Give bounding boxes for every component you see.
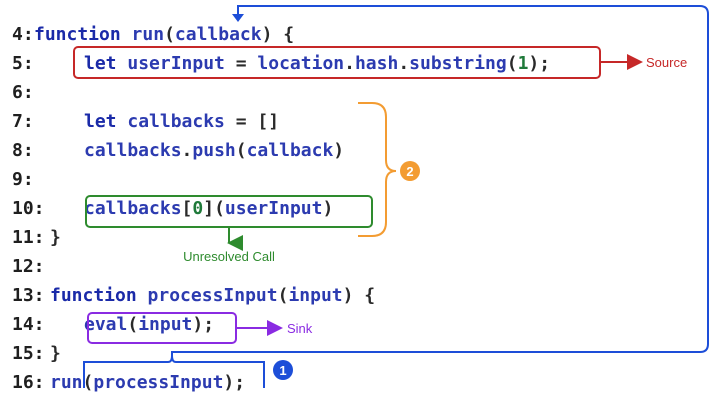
code-token: = [] (225, 111, 279, 132)
line-number: 16: (12, 372, 45, 393)
line-number: 10: (12, 198, 45, 219)
code-line: } (50, 227, 61, 248)
code-line: function processInput(input) { (50, 285, 375, 306)
code-line: callbacks[0](userInput) (84, 198, 333, 219)
code-token: run (132, 24, 165, 45)
code-token: let (84, 111, 127, 132)
line-number: 15: (12, 343, 45, 364)
source-label: Source (646, 55, 687, 70)
code-token: ) { (343, 285, 376, 306)
badge-2-label: 2 (406, 164, 413, 179)
unresolved-call-box (85, 195, 373, 228)
code-token: ) (333, 140, 344, 161)
line-number: 13: (12, 285, 45, 306)
code-token: substring (409, 53, 507, 74)
code-token: ( (83, 372, 94, 393)
code-token: . (398, 53, 409, 74)
code-token: callbacks (84, 140, 182, 161)
callbacks-bracket (358, 102, 397, 237)
code-token: . (344, 53, 355, 74)
code-token: hash (355, 53, 398, 74)
line-number: 12: (12, 256, 45, 277)
source-highlight-box (73, 46, 601, 79)
code-token: userInput (127, 53, 225, 74)
code-token: input (288, 285, 342, 306)
code-token: processInput (148, 285, 278, 306)
code-line: let userInput = location.hash.substring(… (84, 53, 550, 74)
code-token: 1 (518, 53, 529, 74)
code-token: push (192, 140, 235, 161)
code-line: } (50, 343, 61, 364)
code-token: ) { (262, 24, 295, 45)
code-token: ); (192, 314, 214, 335)
code-token: 0 (192, 198, 203, 219)
code-token: = (225, 53, 258, 74)
code-token: ]( (203, 198, 225, 219)
code-token: ( (278, 285, 289, 306)
code-token: run (50, 372, 83, 393)
code-token: callbacks (84, 198, 182, 219)
code-token: function (34, 24, 132, 45)
code-line: eval(input); (84, 314, 214, 335)
code-block: 4:function run(callback) {5:let userInpu… (12, 24, 550, 393)
code-token: [ (182, 198, 193, 219)
code-token: let (84, 53, 127, 74)
code-token: ); (528, 53, 550, 74)
line-number: 7: (12, 111, 34, 132)
code-line: let callbacks = [] (84, 111, 279, 132)
code-token: } (50, 227, 61, 248)
code-line: run(processInput); (50, 372, 245, 393)
code-token: callbacks (127, 111, 225, 132)
sink-label: Sink (287, 321, 313, 336)
code-token: callback (247, 140, 334, 161)
code-token: location (257, 53, 344, 74)
code-token: ) (322, 198, 333, 219)
code-token: function (50, 285, 148, 306)
code-line: callbacks.push(callback) (84, 140, 344, 161)
unresolved-call-label: Unresolved Call (183, 249, 275, 264)
badge-2 (400, 161, 420, 181)
line-number: 4: (12, 24, 34, 45)
code-token: userInput (225, 198, 323, 219)
code-token: callback (175, 24, 262, 45)
flow-line (171, 5, 709, 356)
line-number: 11: (12, 227, 45, 248)
code-token: ); (223, 372, 245, 393)
code-token: ( (507, 53, 518, 74)
code-token: . (182, 140, 193, 161)
code-token: } (50, 343, 61, 364)
code-token: processInput (93, 372, 223, 393)
code-token: ( (164, 24, 175, 45)
sink-highlight-box (87, 312, 237, 344)
line-number: 14: (12, 314, 45, 335)
badge-1 (273, 360, 293, 380)
line-number: 8: (12, 140, 34, 161)
code-line: function run(callback) { (34, 24, 294, 45)
flow-arrowhead (232, 14, 244, 22)
code-token: ( (127, 314, 138, 335)
line-number: 5: (12, 53, 34, 74)
line-number: 9: (12, 169, 34, 190)
code-token: input (138, 314, 192, 335)
code-token: eval (84, 314, 127, 335)
badge-1-label: 1 (279, 363, 286, 378)
code-token: ( (236, 140, 247, 161)
line-number: 6: (12, 82, 34, 103)
